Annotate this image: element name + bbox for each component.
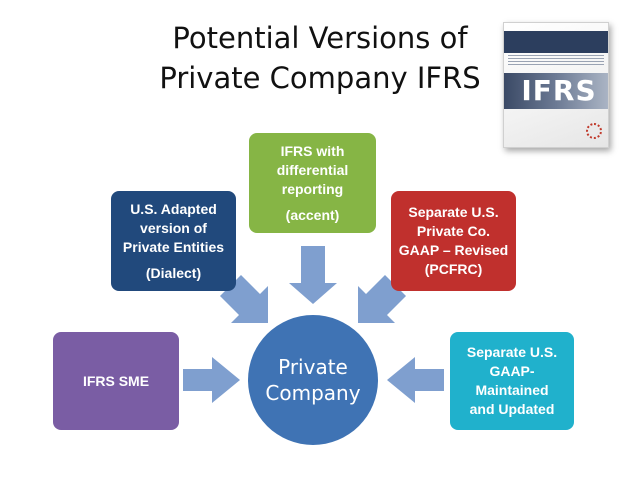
arrow-from-gaap-maintained: [387, 357, 444, 403]
ifrs-book-cover-image: IFRS: [503, 22, 609, 148]
us-adapted-tag: (Dialect): [145, 264, 202, 281]
us-adapted-line-1: U.S. Adapted: [130, 200, 217, 217]
gaap-maintained-line-4: and Updated: [469, 401, 555, 417]
differential-tag: (accent): [285, 206, 340, 223]
slide-title: Potential Versions of Private Company IF…: [120, 18, 520, 98]
us-adapted-line-3: Private Entities: [122, 238, 225, 255]
us-adapted-line-2: version of: [140, 219, 207, 236]
cover-header-band: [504, 31, 608, 53]
gaap-maintained-line-1: Separate U.S.: [466, 344, 558, 360]
title-line-2: Private Company IFRS: [159, 61, 481, 95]
differential-line-1: IFRS with: [280, 142, 345, 159]
us-adapted-version-box: U.S. Adapted version of Private Entities…: [111, 191, 236, 291]
separate-us-private-gaap-box: Separate U.S. Private Co. GAAP – Revised…: [391, 191, 516, 291]
separate-us-gaap-maintained-box: Separate U.S. GAAP- Maintained and Updat…: [450, 332, 574, 430]
cover-seal-icon: [586, 123, 602, 139]
pcfrc-line-1: Separate U.S.: [408, 204, 499, 220]
gaap-maintained-line-3: Maintained: [475, 382, 549, 398]
ifrs-sme-box: IFRS SME: [53, 332, 179, 430]
arrow-from-sme: [183, 357, 240, 403]
cover-logo-text: IFRS: [521, 74, 597, 107]
pcfrc-tag: (PCFRC): [424, 261, 483, 277]
gaap-maintained-line-2: GAAP-: [489, 363, 535, 379]
center-line-1: Private: [278, 355, 348, 379]
ifrs-differential-reporting-box: IFRS with differential reporting (accent…: [249, 133, 376, 233]
differential-line-3: reporting: [281, 180, 344, 197]
private-company-circle: Private Company: [248, 315, 378, 445]
cover-logo-band: [504, 73, 608, 109]
arrow-from-differential: [289, 246, 337, 304]
title-line-1: Potential Versions of: [172, 21, 468, 55]
differential-line-2: differential: [276, 161, 349, 178]
cover-subtitle-lines: [508, 55, 604, 65]
sme-label: IFRS SME: [82, 372, 150, 389]
center-line-2: Company: [265, 381, 361, 405]
pcfrc-line-3: GAAP – Revised: [398, 242, 509, 258]
pcfrc-line-2: Private Co.: [416, 223, 491, 239]
